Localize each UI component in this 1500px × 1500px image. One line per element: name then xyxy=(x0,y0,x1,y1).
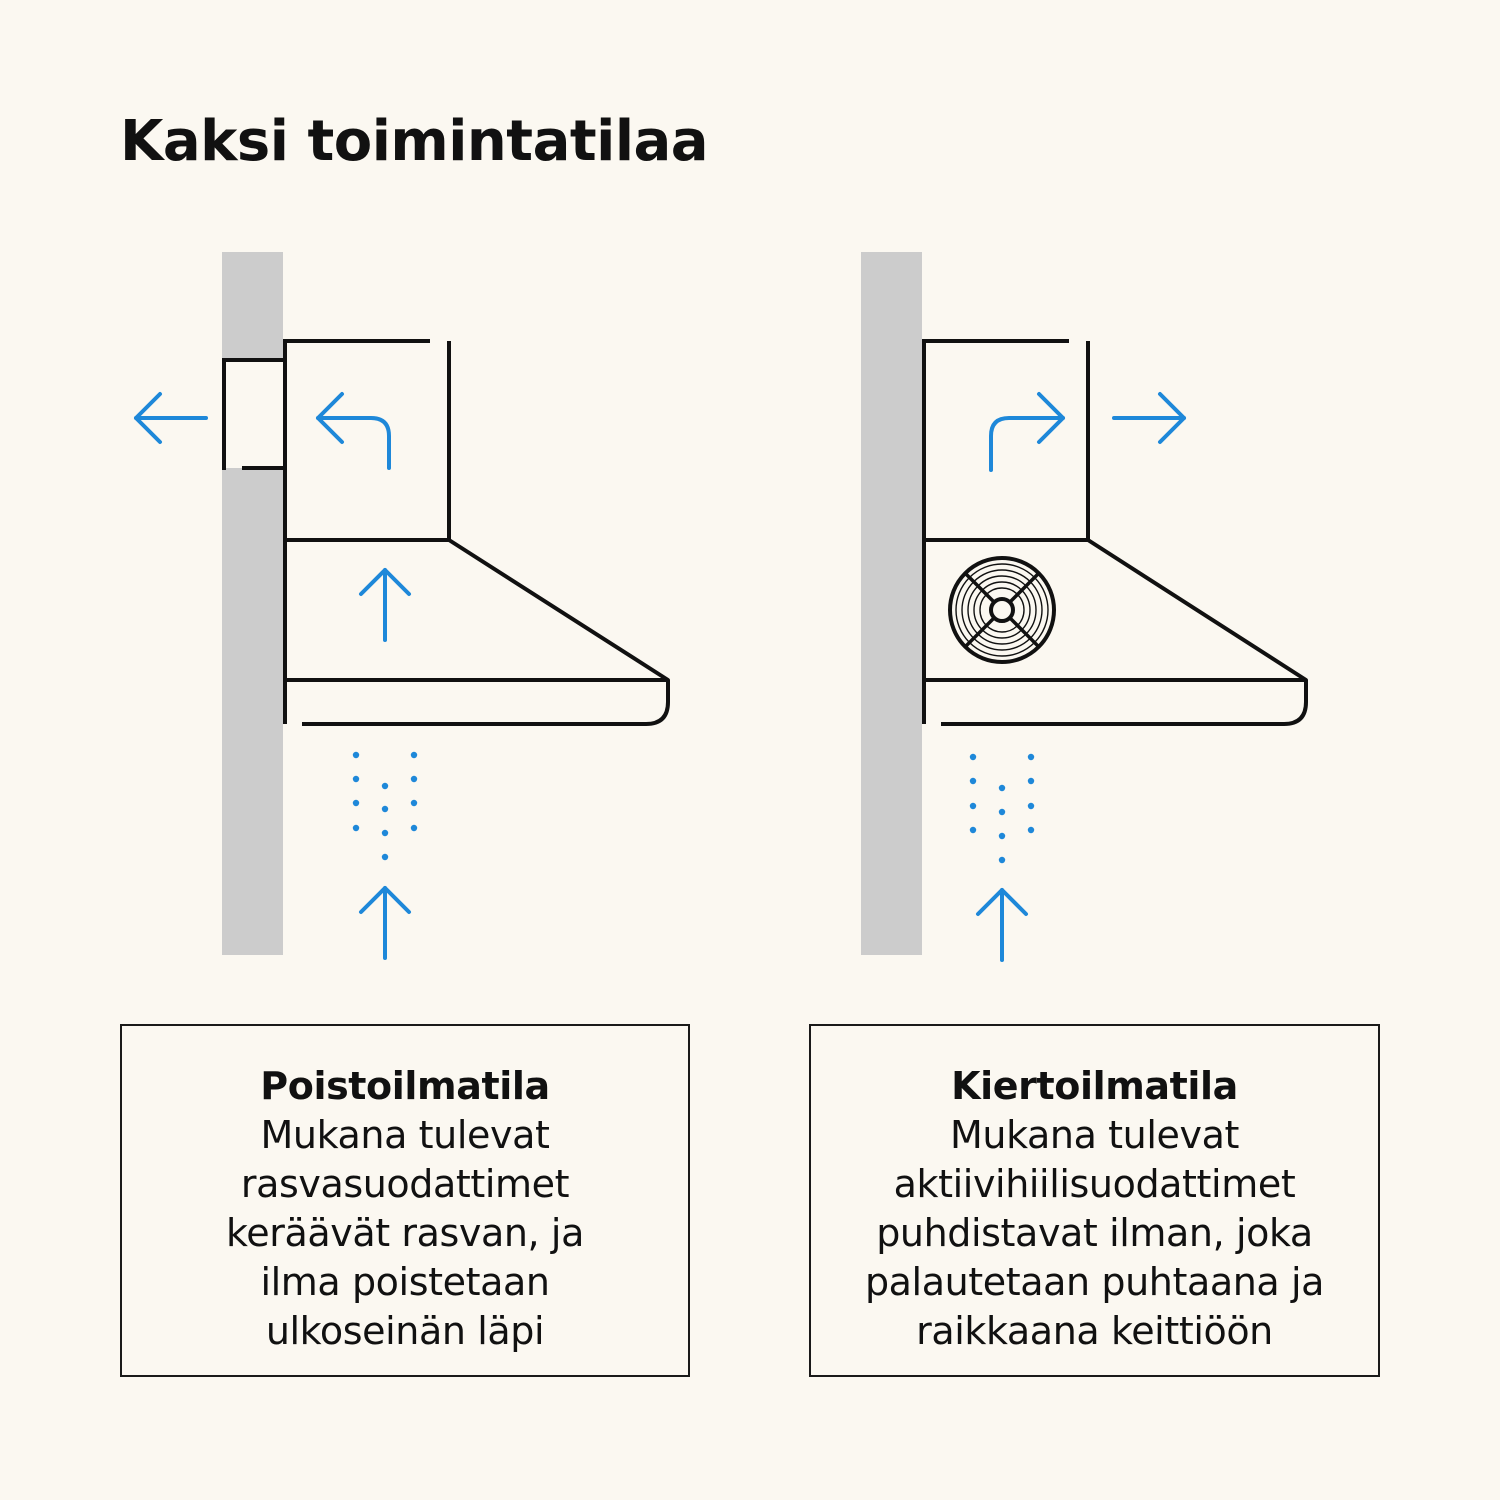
mode-title: Kiertoilmatila xyxy=(951,1064,1238,1108)
mode-description-line: palautetaan puhtaana ja xyxy=(864,1260,1325,1304)
mode-description-line: ilma poistetaan xyxy=(260,1260,550,1304)
arrow-up-right-turn-icon xyxy=(989,392,1065,472)
mode-description-line: puhdistavat ilman, joka xyxy=(876,1211,1313,1255)
hood-canopy xyxy=(283,538,670,726)
wall-duct xyxy=(222,360,284,468)
mode-description-line: rasvasuodattimet xyxy=(240,1162,570,1206)
hood-chimney xyxy=(283,339,451,540)
steam-dots xyxy=(352,751,418,861)
arrow-right-icon xyxy=(1112,392,1186,444)
mode-card-recirculation: Kiertoilmatila Mukana tulevat aktiivihii… xyxy=(809,1024,1380,1377)
mode-description-line: Mukana tulevat xyxy=(950,1113,1239,1157)
wall xyxy=(222,252,283,955)
mode-card-exhaust: Poistoilmatila Mukana tulevat rasvasuoda… xyxy=(120,1024,690,1377)
diagram-exhaust-mode xyxy=(134,252,670,960)
steam-dots xyxy=(969,753,1035,864)
arrow-up-icon xyxy=(359,886,411,960)
wall xyxy=(861,252,922,955)
arrow-left-icon xyxy=(134,392,208,444)
mode-title: Poistoilmatila xyxy=(260,1064,550,1108)
arrow-up-left-turn-icon xyxy=(316,392,391,470)
hood-canopy xyxy=(922,538,1308,726)
mode-description-line: raikkaana keittiöön xyxy=(916,1309,1273,1353)
mode-description-line: ulkoseinän läpi xyxy=(265,1309,545,1353)
mode-description-line: Mukana tulevat xyxy=(260,1113,550,1157)
hood-chimney xyxy=(922,339,1090,540)
mode-description-line: keräävät rasvan, ja xyxy=(226,1211,584,1255)
diagram-recirculation-mode xyxy=(861,252,1308,962)
wall-duct-outline xyxy=(222,358,284,470)
fan-filter-icon xyxy=(948,556,1056,664)
arrow-up-icon xyxy=(976,888,1028,962)
mode-description-line: aktiivihiilisuodattimet xyxy=(893,1162,1296,1206)
hood-diagrams xyxy=(134,252,1308,962)
arrow-up-icon xyxy=(359,568,411,642)
page-title: Kaksi toimintatilaa xyxy=(120,109,709,174)
